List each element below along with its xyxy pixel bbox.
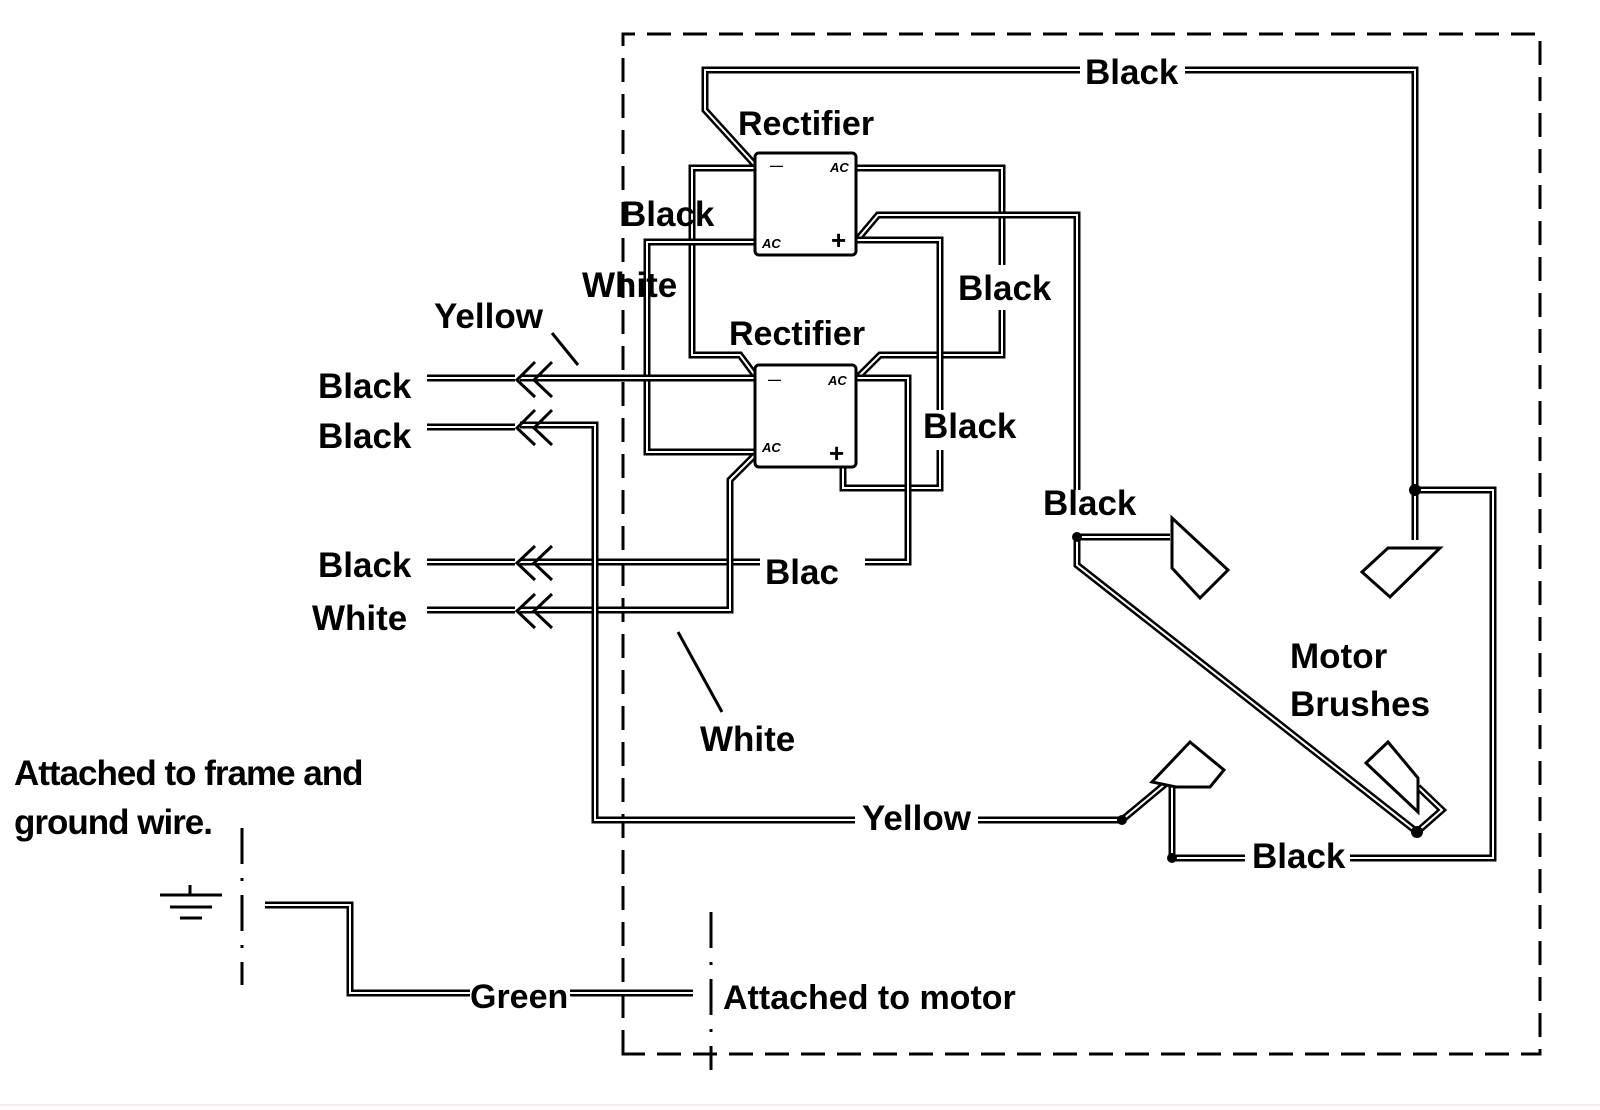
connector-label-4: White xyxy=(312,599,407,638)
brush-upper-left xyxy=(1170,514,1231,601)
rectifier-bottom-neg: — xyxy=(767,372,782,387)
connector-label-3: Black xyxy=(318,546,412,585)
connector-3 xyxy=(514,544,554,582)
wire-green xyxy=(265,901,693,997)
rectifier-bottom-ac-left: AC xyxy=(761,440,781,455)
rectifier-top: — AC AC + xyxy=(753,151,858,257)
rectifier-top-ac-left: AC xyxy=(761,236,781,251)
label-bottom-black: Black xyxy=(1252,837,1346,876)
rectifier-top-ac-right: AC xyxy=(829,160,849,175)
motor-housing-boundary xyxy=(621,32,1542,1056)
motor-brushes-label-2: Brushes xyxy=(1290,685,1430,724)
connector-label-1: Black xyxy=(318,367,412,406)
label-left-black: Black xyxy=(621,195,715,234)
label-yellow-leader: Yellow xyxy=(434,297,544,336)
rectifier-bottom: — AC AC + xyxy=(753,363,858,469)
motor-brushes xyxy=(1149,514,1444,816)
label-brush-black: Black xyxy=(1043,484,1137,523)
label-bottom-yellow: Yellow xyxy=(862,799,972,838)
ground-icon xyxy=(160,885,222,920)
connector-stubs xyxy=(427,374,515,614)
connector-1 xyxy=(514,360,554,399)
note-frame-ground-2: ground wire. xyxy=(14,803,212,842)
wire-top-black xyxy=(701,66,1419,540)
rectifier-top-label: Rectifier xyxy=(738,105,874,143)
wire-left-white xyxy=(643,238,755,456)
wire-white-connector xyxy=(520,452,758,614)
connector-chevrons xyxy=(514,360,554,630)
wire-right-black-lower xyxy=(839,236,944,492)
rectifier-top-neg: — xyxy=(769,158,784,173)
note-frame-ground-1: Attached to frame and xyxy=(14,754,363,793)
label-right-black-lower: Black xyxy=(923,407,1017,446)
leader-lines xyxy=(550,332,724,713)
label-top-black: Black xyxy=(1085,53,1179,92)
wire-mid-blac xyxy=(520,374,912,566)
note-attached-motor: Attached to motor xyxy=(723,979,1016,1017)
connector-2 xyxy=(514,408,554,447)
brush-upper-right xyxy=(1359,546,1444,600)
label-white-leader: White xyxy=(700,720,795,759)
label-right-black-upper: Black xyxy=(958,269,1052,308)
motor-brushes-label-1: Motor xyxy=(1290,637,1388,676)
label-mid-blac: Blac xyxy=(765,553,839,592)
wire-rect1-pos-to-brush xyxy=(854,211,1081,490)
rectifier-bottom-ac-right: AC xyxy=(827,373,847,388)
connector-4 xyxy=(514,592,554,630)
rectifier-bottom-pos: + xyxy=(829,438,844,468)
label-left-white: White xyxy=(582,266,677,305)
page-edge-line xyxy=(0,1104,1600,1106)
labels: Rectifier Rectifier Black Black White Bl… xyxy=(14,53,1430,1017)
brush-lower-right xyxy=(1363,739,1420,816)
junction-dots xyxy=(1072,484,1423,863)
wire-left-black xyxy=(688,164,760,381)
rectifier-bottom-label: Rectifier xyxy=(729,315,865,353)
brush-lower-left xyxy=(1149,739,1227,789)
connector-label-2: Black xyxy=(318,417,412,456)
label-green: Green xyxy=(470,978,568,1016)
rectifier-top-pos: + xyxy=(831,225,846,255)
